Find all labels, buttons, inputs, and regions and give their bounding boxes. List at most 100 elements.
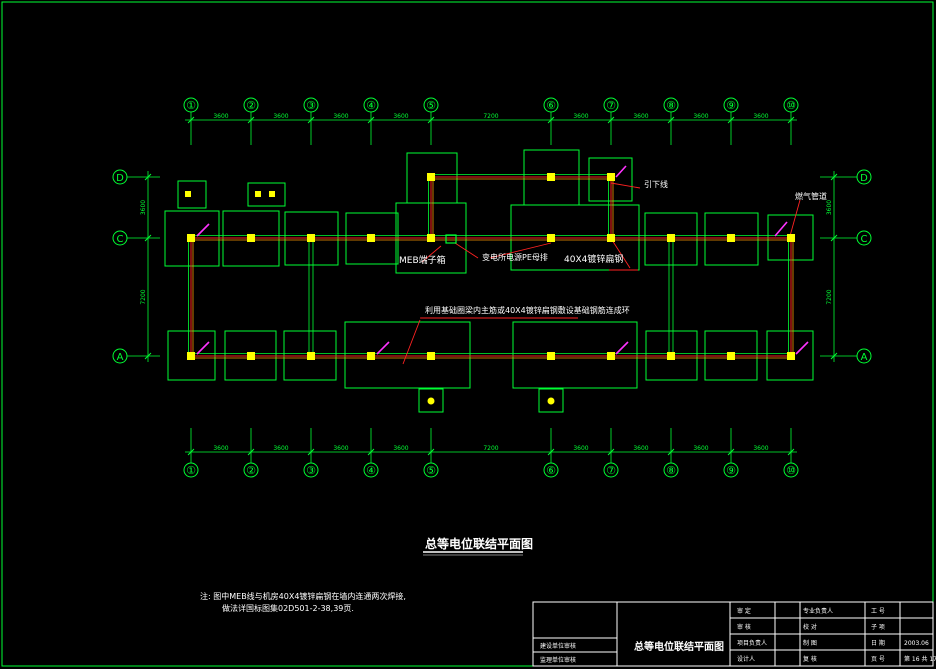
bond-node [307, 234, 315, 242]
dim-tick [187, 116, 195, 124]
title-block-cell-2-2: 校 对 [803, 623, 817, 631]
bond-node-row-d [427, 173, 435, 181]
leader-5 [421, 245, 442, 263]
bond-node [247, 352, 255, 360]
tb-left-bottom: 监理单位审核 [540, 656, 576, 664]
dim-text-1: 3600 [213, 445, 228, 452]
dim-text-6: 3600 [573, 113, 588, 120]
footing-13 [704, 212, 759, 266]
bond-node [607, 352, 615, 360]
axis-label-row-right-C: C [861, 234, 868, 245]
footing-12 [644, 212, 698, 266]
bond-arrow-1 [196, 223, 210, 237]
marker-circle [547, 397, 555, 405]
axis-label-col-4: ④ [366, 99, 376, 112]
axis-label-row-right-A: A [861, 352, 868, 363]
leader-3 [489, 242, 552, 259]
dim-tick [144, 173, 152, 181]
dim-text-4: 3600 [393, 113, 408, 120]
dim-tick [830, 234, 838, 242]
dim-tick [607, 448, 615, 456]
bond-node [667, 234, 675, 242]
marker-square [185, 191, 191, 197]
axis-label-col-1: ① [186, 464, 196, 477]
label-meb-box: MEB端子箱 [399, 254, 446, 266]
dim-tick [830, 173, 838, 181]
leader-2 [611, 239, 631, 269]
bond-node [787, 352, 795, 360]
axis-label-row-left-D: D [116, 173, 124, 184]
dim-text-5: 7200 [483, 445, 498, 452]
dim-text-2: 3600 [273, 113, 288, 120]
bond-arrow-6 [795, 341, 809, 355]
dim-text-3: 3600 [333, 445, 348, 452]
dim-tick [144, 352, 152, 360]
axis-label-col-6: ⑥ [546, 99, 556, 112]
axis-label-col-9: ⑨ [726, 464, 736, 477]
dim-tick [427, 116, 435, 124]
bond-node [667, 352, 675, 360]
dim-text-v-1: 3600 [826, 200, 833, 215]
footing-18 [344, 321, 471, 389]
dim-tick [667, 448, 675, 456]
footing-2 [247, 182, 286, 207]
bonding-conductors-layer [188, 165, 809, 365]
dim-tick [307, 116, 315, 124]
marker-square [269, 191, 275, 197]
axis-label-row-left-A: A [117, 352, 124, 363]
bond-node [247, 234, 255, 242]
bond-node [427, 352, 435, 360]
label-foundation-note: 利用基础圈梁内主筋或40X4镀锌扁钢敷设基础钢筋连成环 [425, 305, 630, 315]
bond-node [727, 234, 735, 242]
axis-label-row-left-C: C [117, 234, 124, 245]
title-block-cell-1-3: 项目负责人 [737, 639, 767, 647]
axis-label-col-9: ⑨ [726, 99, 736, 112]
drawing-title: 总等电位联结平面图 [425, 536, 533, 551]
title-block-cell-2-1: 专业负责人 [803, 607, 833, 615]
title-block-cell-3-3: 日 期 [871, 639, 885, 647]
tb-title: 总等电位联结平面图 [634, 640, 724, 653]
title-block-cell-1-4: 设计人 [737, 655, 755, 663]
dim-text-8: 3600 [693, 445, 708, 452]
dim-tick [247, 448, 255, 456]
bond-node [607, 234, 615, 242]
label-gas-pipe: 燃气管道 [795, 191, 827, 201]
tb-left-top: 建设单位审核 [540, 642, 576, 650]
bond-arrow-5 [615, 341, 629, 355]
bond-node [307, 352, 315, 360]
bond-arrow-2 [615, 165, 627, 178]
axis-label-col-2: ② [246, 464, 256, 477]
axis-label-col-8: ⑧ [666, 99, 676, 112]
axis-label-col-5: ⑤ [426, 99, 436, 112]
bond-node [367, 352, 375, 360]
leader-1 [610, 182, 641, 189]
dim-tick [307, 448, 315, 456]
bond-arrow-3 [196, 341, 210, 355]
dim-tick [830, 352, 838, 360]
axis-label-col-10: ⑩ [786, 464, 796, 477]
title-block-cell-1-1: 审 定 [737, 607, 751, 615]
axis-label-col-10: ⑩ [786, 99, 796, 112]
note-line-1: 注: 图中MEB线与机房40X4镀锌扁钢在墙内连通两次焊接, [200, 591, 406, 601]
title-block-cell-4-4: 第 16 共 17 [904, 655, 936, 663]
leader-8 [789, 199, 801, 237]
meb-box [445, 234, 457, 244]
dim-tick [607, 116, 615, 124]
bond-node-row-d [547, 173, 555, 181]
marker-circle [427, 397, 435, 405]
dim-tick [727, 448, 735, 456]
bond-node [547, 352, 555, 360]
footing-19 [512, 321, 638, 389]
axis-label-col-3: ③ [306, 99, 316, 112]
bond-node [427, 234, 435, 242]
title-block-cell-1-2: 审 核 [737, 623, 751, 631]
title-block-cell-3-1: 工 号 [871, 608, 885, 615]
title-block-cell-2-4: 复 核 [803, 655, 817, 663]
dim-text-v-2: 7200 [140, 289, 147, 304]
footing-1 [177, 180, 207, 209]
